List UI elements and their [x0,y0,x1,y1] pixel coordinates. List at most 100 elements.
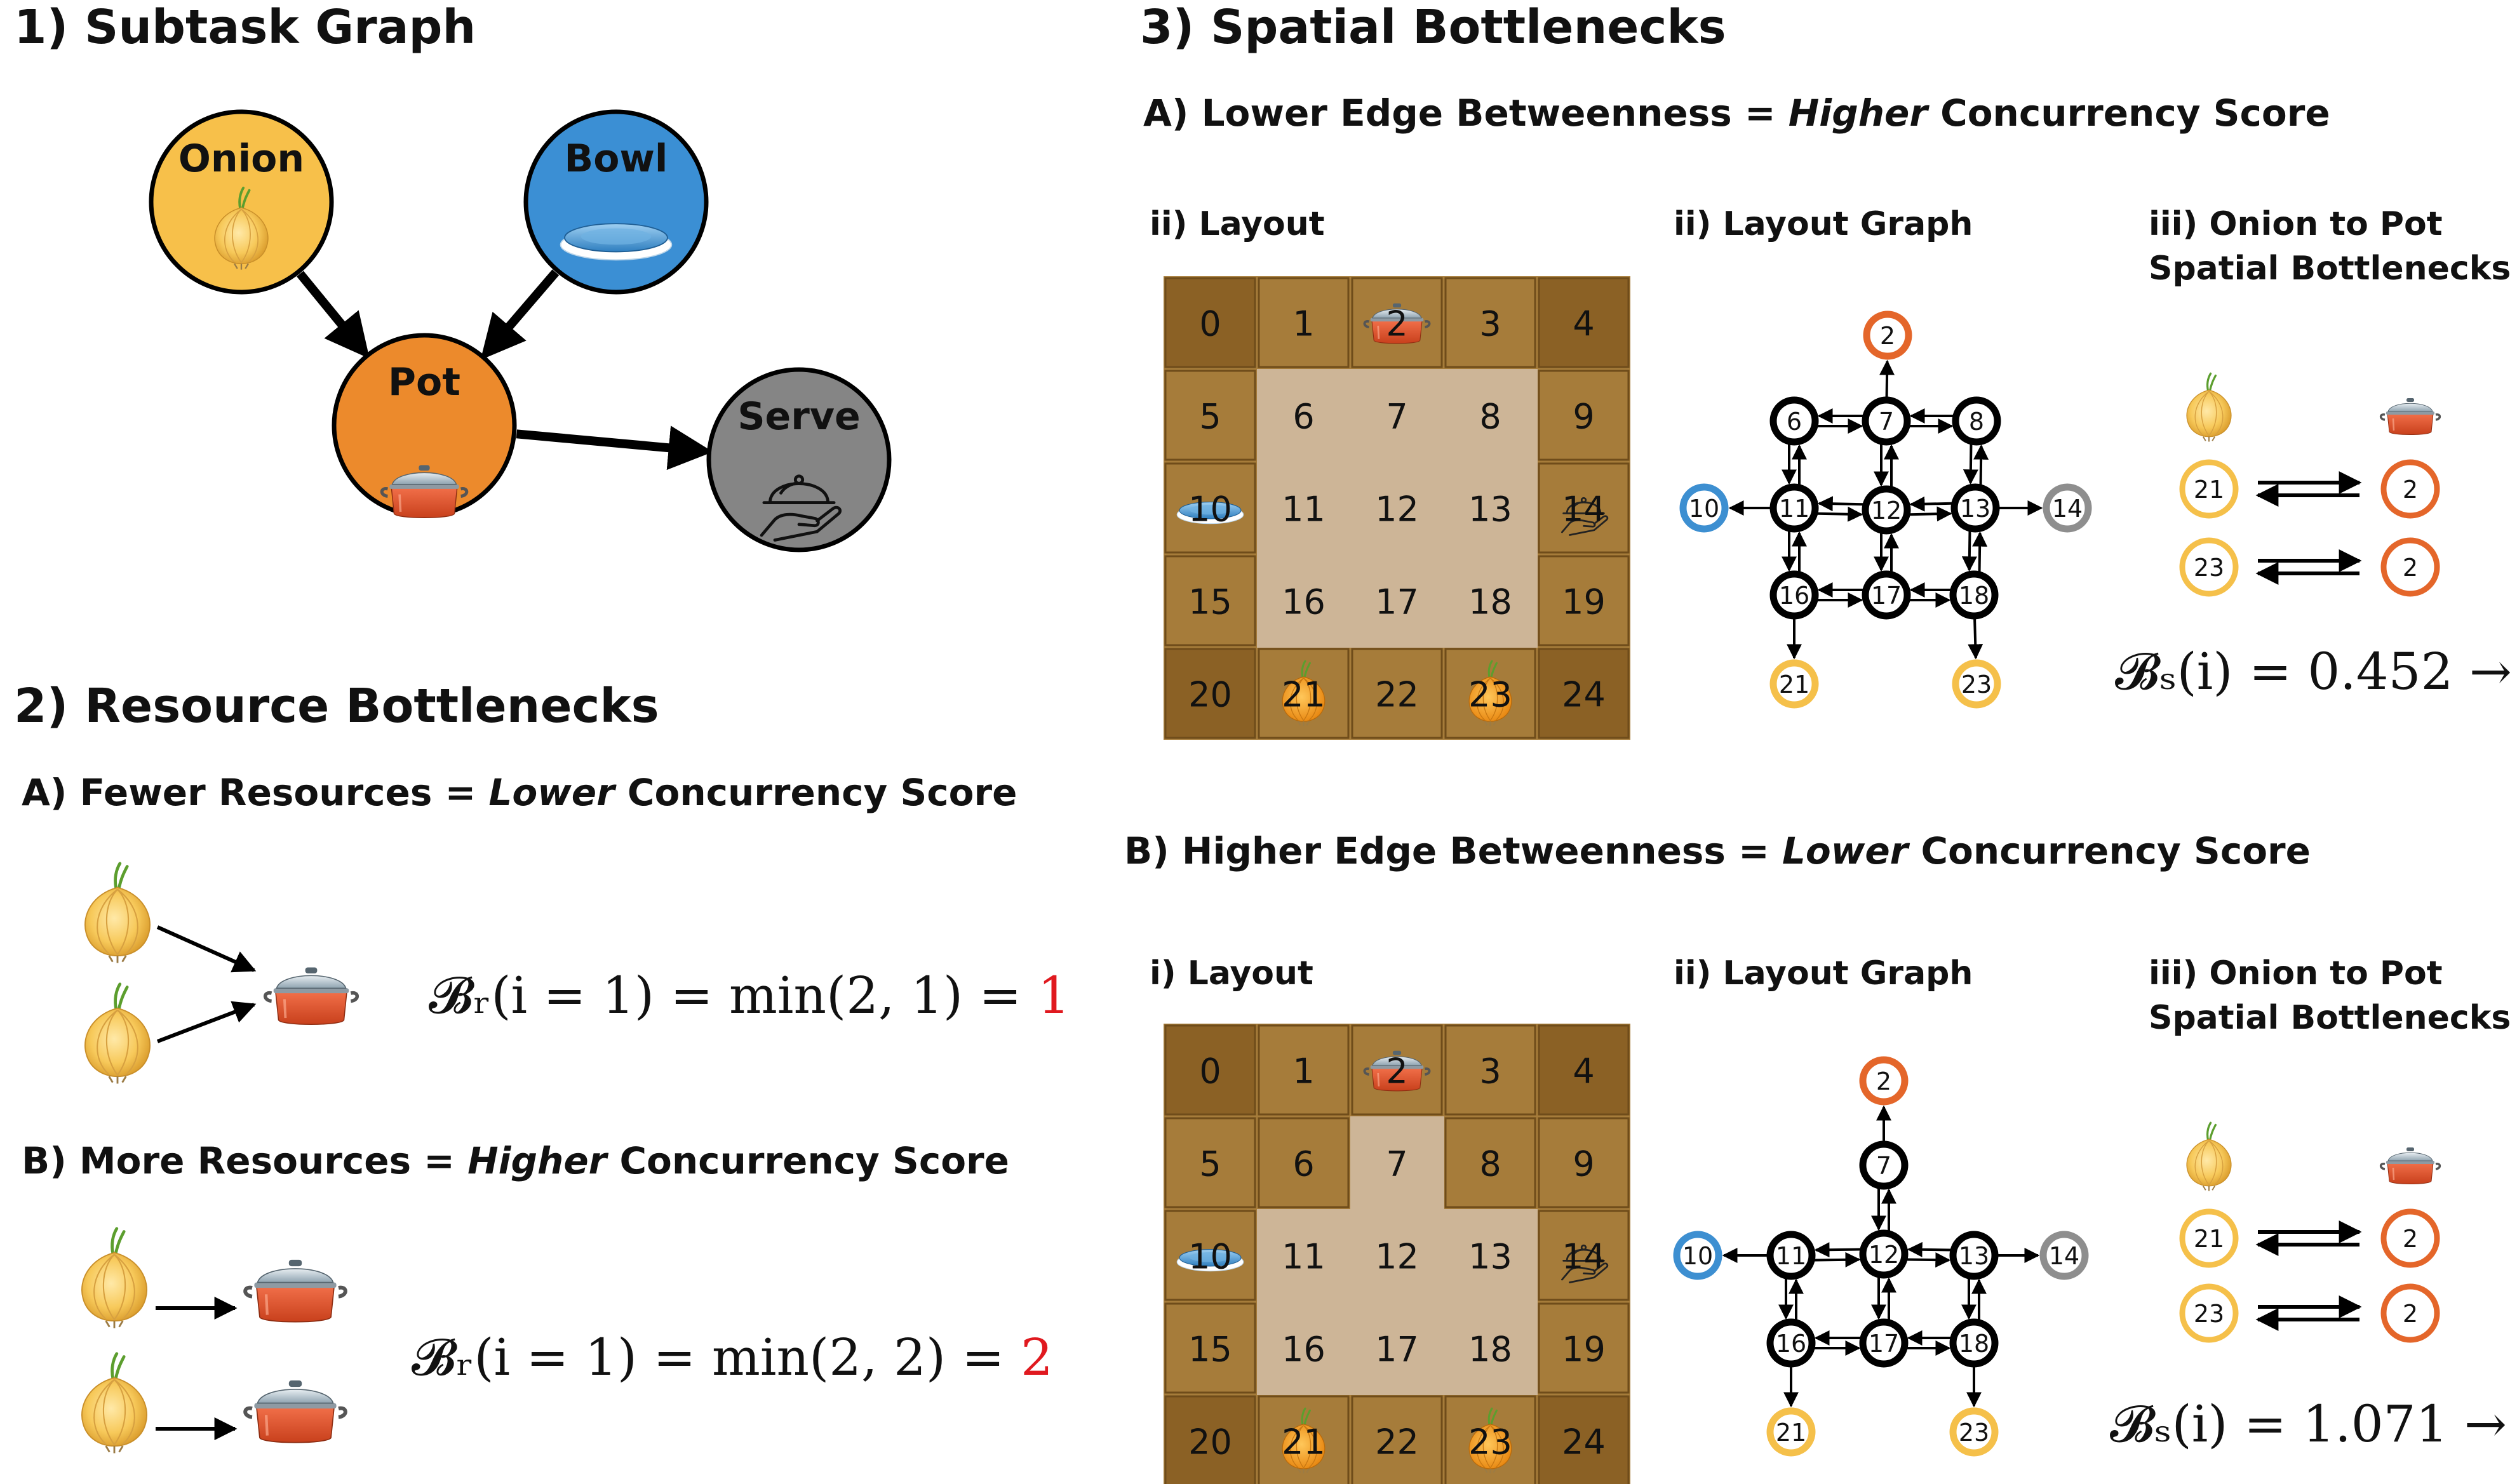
pot-icon [1363,303,1431,344]
graph-node-label-16: 16 [1779,582,1809,610]
graph-node-label-14: 14 [2049,1242,2079,1270]
grid-floor-tile [1444,1302,1538,1395]
graph-node-23 [1949,1407,1999,1457]
graph-edge-13-8 [1973,444,1989,485]
resource-b-formula-text: 𝓑ᵣ(i = 1) = min(2, 2) = [412,1328,1021,1387]
grid-counter-tile [1444,277,1536,368]
graph-node-10 [1673,1231,1722,1280]
onion-icon [2186,1121,2232,1191]
graph-edges [1778,1188,1987,1356]
grid-floor-tile [1257,1302,1351,1395]
grid-cell-14: 14 [1562,490,1606,530]
grid-floor-tile [1444,369,1538,462]
bottleneck-to-node-2 [2380,1208,2440,1268]
edge-pot-to-serve [516,425,713,471]
spatial-b-heading: B) Higher Edge Betweenness = Lower Concu… [1124,829,2311,872]
grid-counter-tile [1444,1024,1536,1116]
graph-node-label-11: 11 [1776,1242,1806,1270]
grid-cell-23: 23 [1468,1422,1512,1462]
grid-cell-16: 16 [1282,1330,1326,1370]
spatial-a-formula-text: 𝓑ₛ(i) = 0.452 → [2115,642,2517,701]
bowl-icon [1176,1249,1244,1272]
onion-node-circle [149,109,334,295]
graph-node-16 [1766,1318,1816,1368]
pot-icon [243,1380,347,1443]
grid-cell-7: 7 [1386,1144,1407,1184]
grid-cell-8: 8 [1479,397,1501,437]
graph-node-label-16: 16 [1776,1330,1806,1358]
subtask-graph-title: 1) Subtask Graph [14,0,476,55]
onion-icon [1468,660,1512,726]
bottleneck-to-node-2 [2380,537,2440,597]
grid-cell-8: 8 [1479,1144,1501,1184]
serve-icon [1561,1244,1609,1283]
onion-icon [1468,1407,1512,1474]
grid-cell-6: 6 [1292,1144,1314,1184]
pot-node-label: Pot [388,360,460,404]
grid-counter-tile [1164,1117,1256,1208]
grid-counter-tile [1164,1024,1256,1116]
grid-floor-tile [1444,554,1538,648]
onion-icon [214,186,269,270]
pot-icon [2379,1147,2441,1184]
grid-cell-0: 0 [1199,1052,1221,1092]
spatial-a-bottleneck-label-1: iii) Onion to Pot [2149,205,2443,243]
serve-icon [760,474,842,542]
spatial-b-emph: Lower [1782,829,1910,872]
graph-node-17 [1859,1318,1909,1368]
graph-node-label-2: 2 [1880,322,1895,350]
grid-counter-tile [1258,277,1350,368]
grid-cell-18: 18 [1468,582,1512,622]
onion-icon [81,1352,147,1454]
resource-a-formula: 𝓑ᵣ(i = 1) = min(2, 1) = 1 [429,966,1070,1025]
spatial-a-formula: 𝓑ₛ(i) = 0.452 → 2 [2115,642,2517,701]
spatial-b-layout-label: i) Layout [1150,954,1313,993]
bottleneck-from-label-23: 23 [2194,1300,2224,1328]
resource-a-result: 1 [1038,966,1070,1025]
grid-cell-12: 12 [1375,1237,1419,1277]
graph-node-21 [1769,659,1819,709]
graph-node-label-17: 17 [1871,582,1902,610]
graph-node-label-12: 12 [1871,497,1902,525]
graph-node-label-2: 2 [1876,1067,1891,1095]
graph-edge-7-2 [1879,359,1895,398]
resource-a-formula-text: 𝓑ᵣ(i = 1) = min(2, 1) = [429,966,1038,1025]
grid-counter-tile [1258,1117,1350,1208]
grid-counter-tile [1538,1024,1630,1116]
serve-node-circle [706,367,892,552]
grid-floor-tile [1350,554,1444,648]
spatial-b-bottleneck-label-1: iii) Onion to Pot [2149,954,2443,993]
onion-icon [1282,660,1326,726]
onion-icon [1282,1407,1326,1474]
subtask-node-onion: Onion [149,109,334,295]
pot-icon [1363,1050,1431,1092]
grid-counter-tile [1351,1395,1443,1484]
spatial-a-suffix: Concurrency Score [1928,91,2330,135]
graph-node-label-7: 7 [1879,408,1894,436]
grid-floor-tile [1350,1302,1444,1395]
resource-a-icons [84,862,359,1084]
grid-counter-tile [1164,555,1256,646]
resource-a-suffix: Concurrency Score [615,771,1017,814]
grid-cell-4: 4 [1573,1052,1594,1092]
grid-cell-2: 2 [1386,304,1407,344]
graph-node-label-11: 11 [1779,495,1809,523]
bottleneck-to-label-2: 2 [2403,476,2418,504]
graph-node-label-13: 13 [1959,1242,1989,1270]
grid-cell-17: 17 [1375,582,1419,622]
spatial-b-prefix: B) Higher Edge Betweenness = [1124,829,1782,872]
grid-floor-tile [1444,462,1538,555]
grid-cell-15: 15 [1188,1330,1232,1370]
grid-cell-24: 24 [1562,675,1606,715]
bowl-node-label: Bowl [565,137,668,181]
resource-b-emph: Higher [467,1139,609,1182]
graph-node-21 [1766,1407,1816,1457]
grid-cell-11: 11 [1282,490,1326,530]
bowl-icon [560,223,673,261]
grid-cell-14: 14 [1562,1237,1606,1277]
grid-counter-tile [1538,462,1630,554]
